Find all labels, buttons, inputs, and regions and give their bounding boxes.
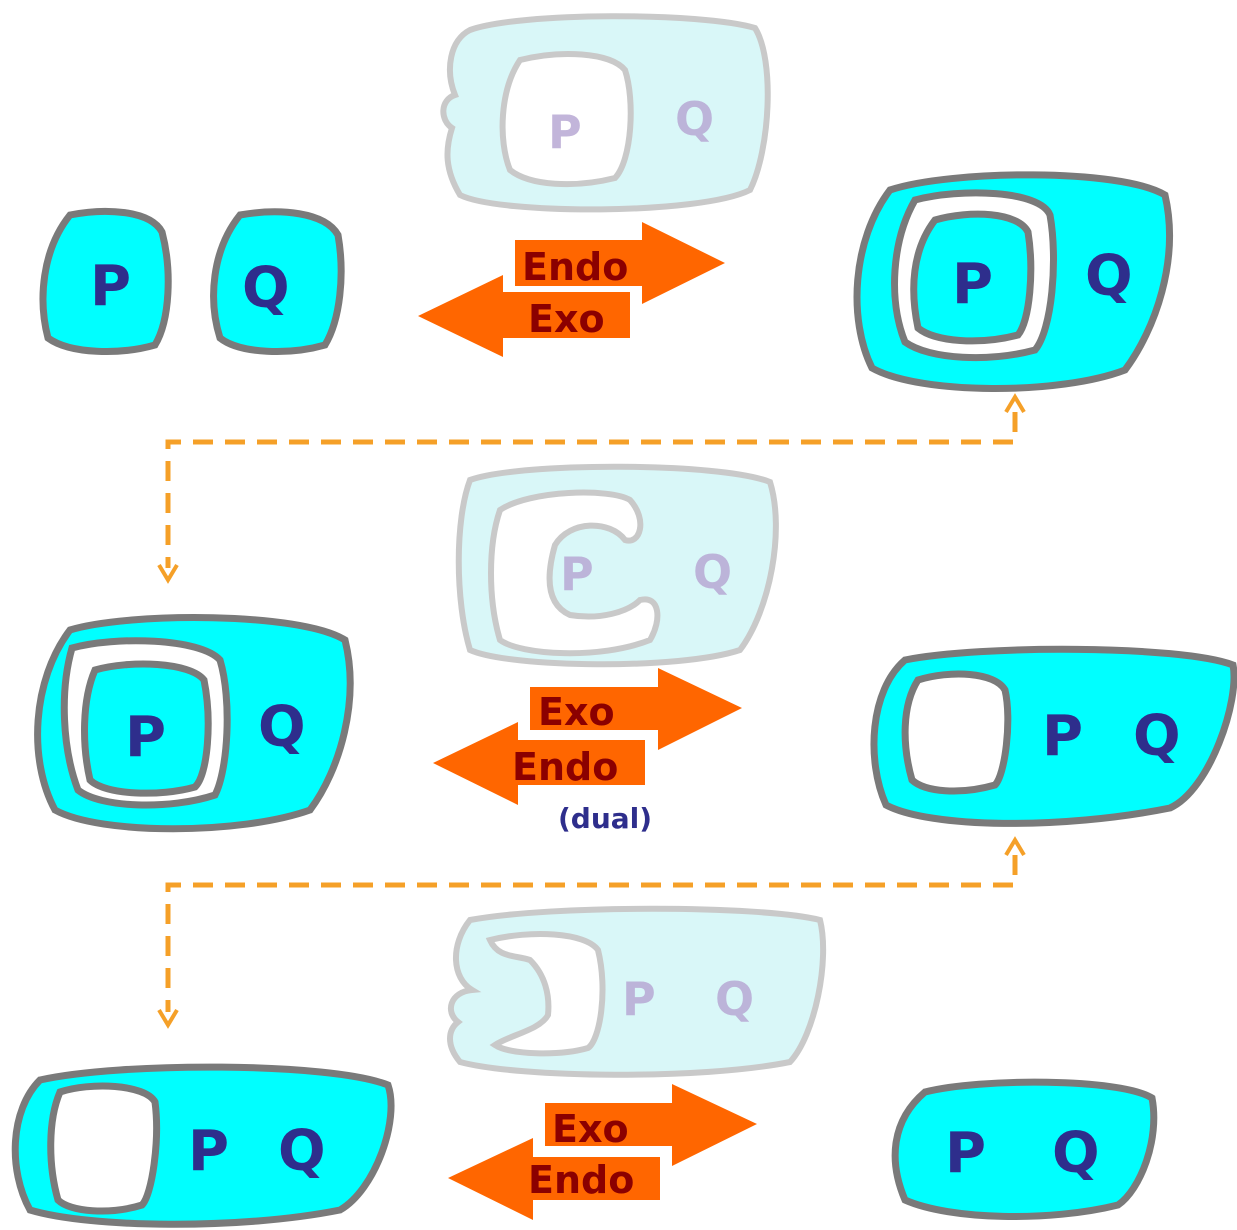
ghost-q-label-row1: Q (675, 92, 714, 146)
arrow-left-label-row2: Endo (512, 745, 618, 789)
connector-row2-to-row3 (157, 836, 1026, 1029)
arrow-left-row2 (433, 722, 645, 805)
merged-region-row3: P Q (891, 1078, 1158, 1220)
arrow-left-row3 (448, 1138, 660, 1220)
outer-q-label-row3: Q (278, 1119, 326, 1184)
arrow-exo-endo-row3: Exo Endo (448, 1084, 757, 1220)
arrow-exo-endo-row2: Exo Endo (dual) (433, 668, 742, 835)
ghost-p-label-row2: P (560, 547, 594, 601)
enclosed-q-label-row2: Q (258, 695, 306, 760)
outer-q-label-row2: Q (1133, 704, 1181, 769)
arrow-left-label-row3: Endo (528, 1158, 634, 1202)
ghost-p-label-row1: P (548, 105, 582, 159)
arrow-right-row2 (530, 668, 742, 750)
ghost-illustration-row1: P Q (440, 13, 771, 213)
merged-p-label-row3: P (945, 1121, 986, 1186)
separate-q-label: Q (242, 256, 290, 321)
merged-q-label-row3: Q (1052, 1121, 1100, 1186)
arrow-right-label-row3: Exo (552, 1107, 629, 1151)
separate-p-region: P (39, 207, 172, 355)
arrow-right-row1 (515, 222, 725, 304)
enclosed-region-row1: P Q (853, 171, 1173, 392)
enclosed-p-label-row1: P (952, 252, 993, 317)
arrow-left-label-row1: Exo (528, 297, 605, 341)
ghost-p-label-row3: P (622, 972, 656, 1026)
ghost-illustration-row3: P Q (447, 905, 827, 1078)
ghost-q-label-row3: Q (715, 972, 754, 1026)
enclosed-q-label-row1: Q (1085, 244, 1133, 309)
ghost-q-label-row2: Q (693, 545, 732, 599)
outer-p-label-row3: P (188, 1119, 229, 1184)
outer-region-row2: P Q (870, 645, 1237, 827)
ghost-illustration-row2: P Q (455, 463, 779, 668)
arrow-left-row1 (418, 275, 630, 357)
separate-p-label: P (90, 254, 131, 319)
arrow-right-row3 (545, 1084, 757, 1166)
arrow-right-label-row1: Endo (522, 245, 628, 289)
enclosed-p-label-row2: P (125, 705, 166, 770)
outer-region-row3: P Q (11, 1063, 395, 1228)
arrow-right-label-row2: Exo (538, 690, 615, 734)
enclosed-region-row2: P Q (34, 614, 354, 833)
separate-q-region: Q (210, 208, 345, 355)
outer-p-label-row2: P (1042, 704, 1083, 769)
dual-note: (dual) (558, 802, 652, 835)
arrow-endo-exo-row1: Endo Exo (418, 222, 725, 357)
connector-row1-to-row2 (157, 393, 1026, 584)
